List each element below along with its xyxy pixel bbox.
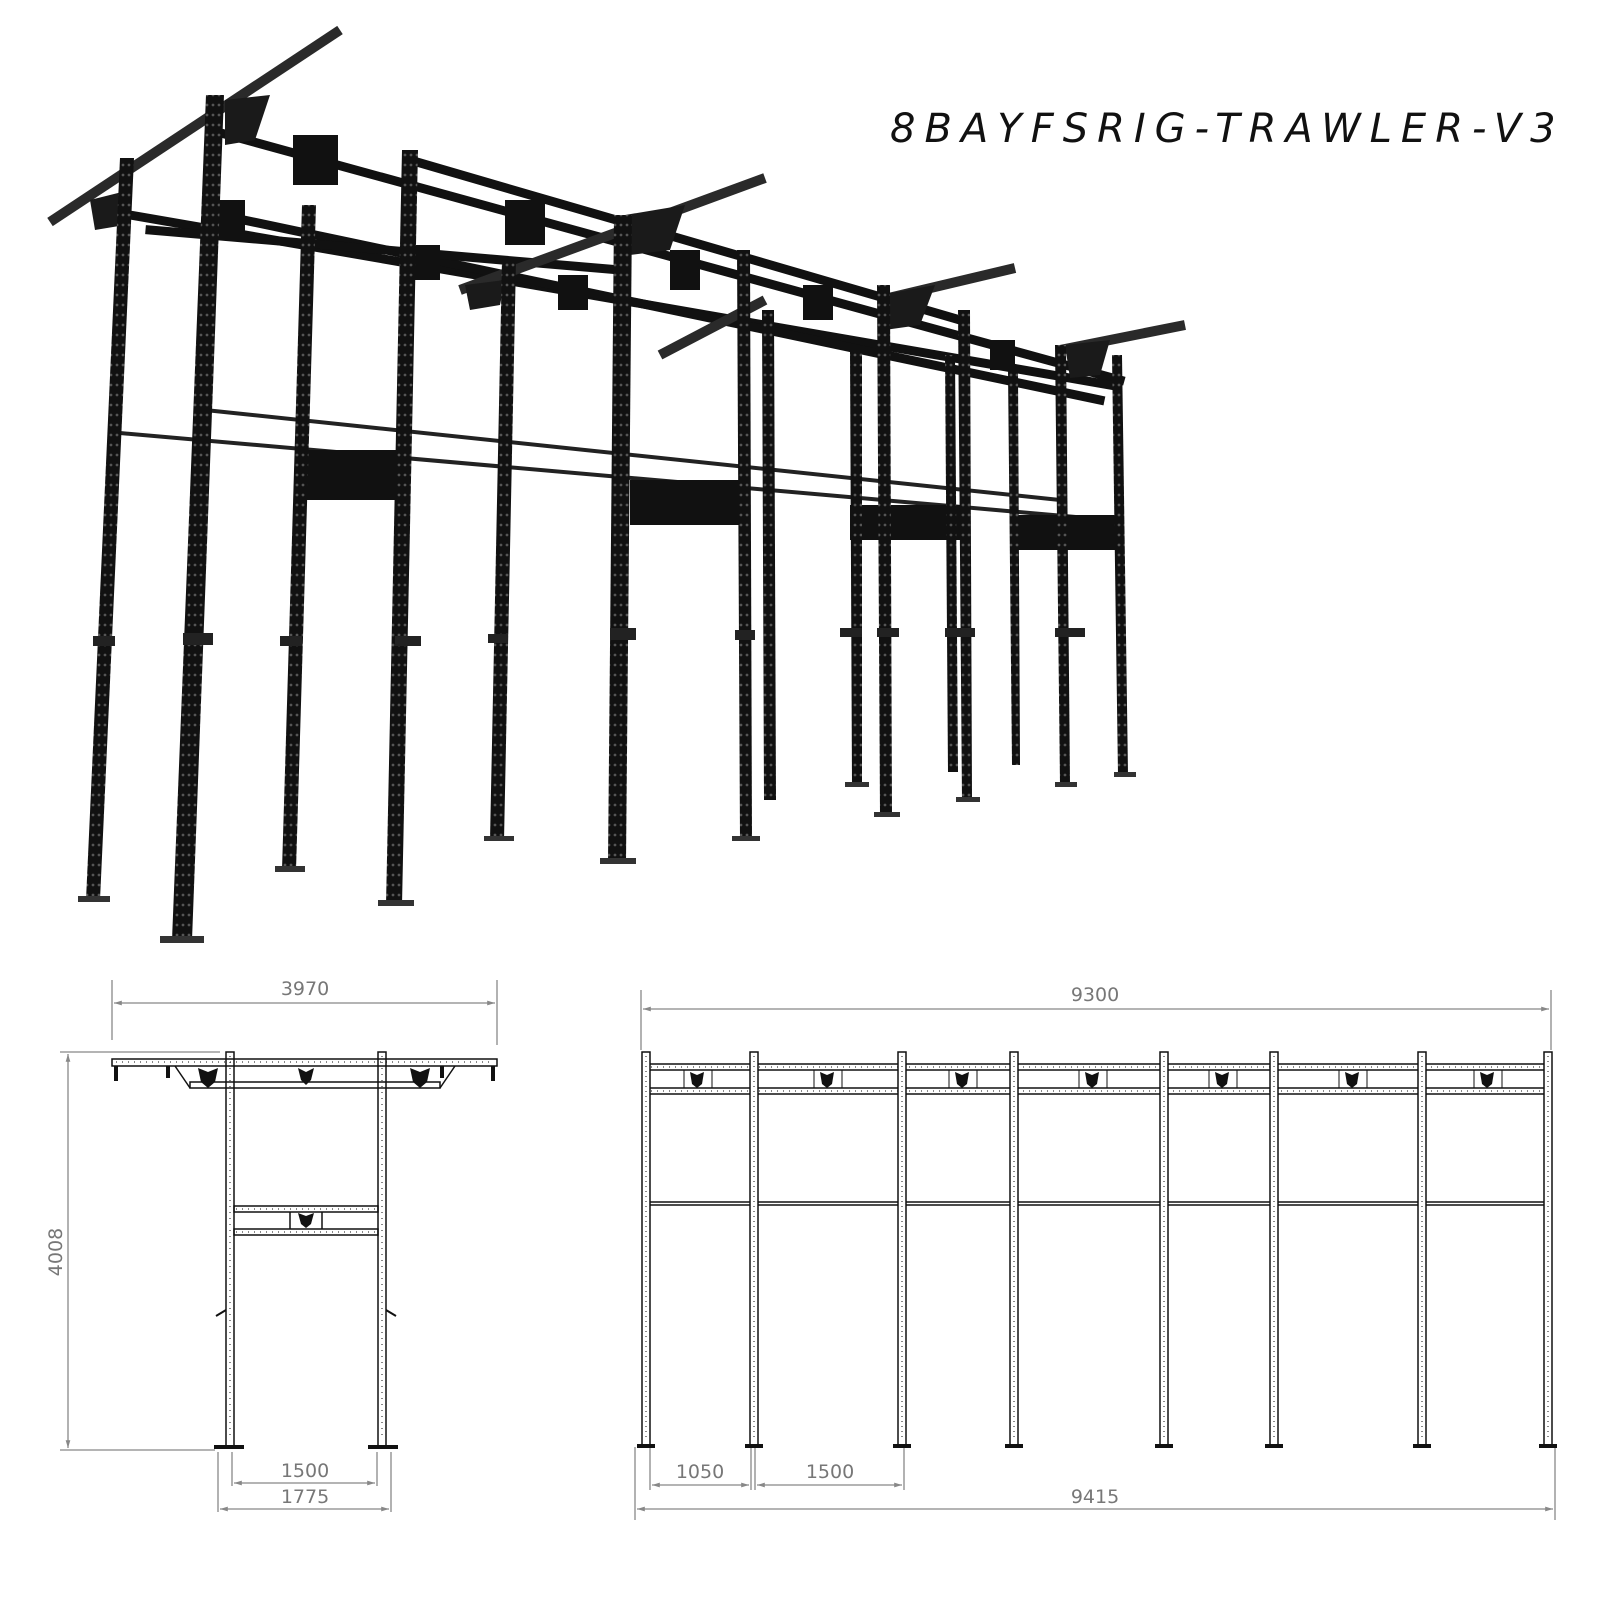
dim-9415: 9415 — [1071, 1486, 1119, 1508]
uprights — [86, 95, 1128, 940]
dim-4008: 4008 — [45, 1228, 67, 1276]
product-title: 8BAYFSRIG-TRAWLER-V3 — [890, 106, 1565, 152]
dim-3970: 3970 — [281, 978, 329, 1000]
dim-1500-front: 1500 — [806, 1461, 854, 1483]
front-view: 9300 1050 1500 9415 — [634, 984, 1557, 1520]
front-posts — [641, 1051, 1553, 1447]
dim-1050: 1050 — [676, 1461, 724, 1483]
dim-9300: 9300 — [1071, 984, 1119, 1006]
dim-1500-side: 1500 — [281, 1460, 329, 1482]
side-view: 3970 4008 1500 1775 — [45, 978, 498, 1512]
dim-1775: 1775 — [281, 1486, 329, 1508]
perspective-render — [47, 25, 1186, 943]
